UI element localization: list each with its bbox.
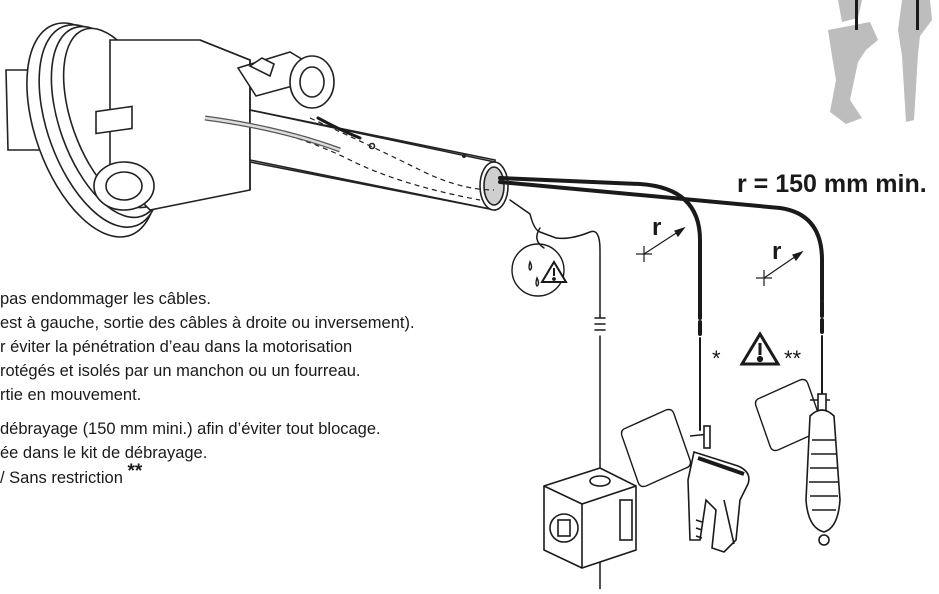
radius-marker-arrows [636,226,804,286]
instruction-line-8-text: / Sans restriction [0,469,123,487]
instruction-line-6: débrayage (150 mm mini.) afin d’éviter t… [0,420,381,438]
tag-label-icon [620,378,830,488]
radius-label: r = 150 mm min. [737,170,927,198]
asterisk-double: ** [784,346,802,371]
instruction-line-5: rtie en mouvement. [0,386,142,404]
motor-drum-icon [5,22,335,238]
instruction-line-2: est à gauche, sortie des câbles à droite… [0,314,415,332]
grey-handles-illustration [828,0,932,124]
instruction-line-8: / Sans restriction ** [0,462,142,488]
axle-tube [204,109,509,211]
cable-lines [316,116,824,590]
instruction-line-4: rotégés et isolés par un manchon ou un f… [0,362,361,380]
instruction-line-7: ée dans le kit de débrayage. [0,444,208,462]
water-drop-warning-icon [511,243,568,297]
instruction-tail-mark: ** [127,461,143,482]
r-marker-pistol: r [652,214,662,241]
asterisk-single: * [712,346,721,371]
r-marker-handle: r [772,238,782,265]
release-pistol-handle-icon [687,425,750,553]
release-handle-icon [805,393,841,546]
instruction-line-3: r éviter la pénétration d’eau dans la mo… [0,338,353,356]
key-switch-box-icon [543,467,637,569]
warning-triangle-icon [739,331,781,366]
instruction-line-1: pas endommager les câbles. [0,290,211,308]
